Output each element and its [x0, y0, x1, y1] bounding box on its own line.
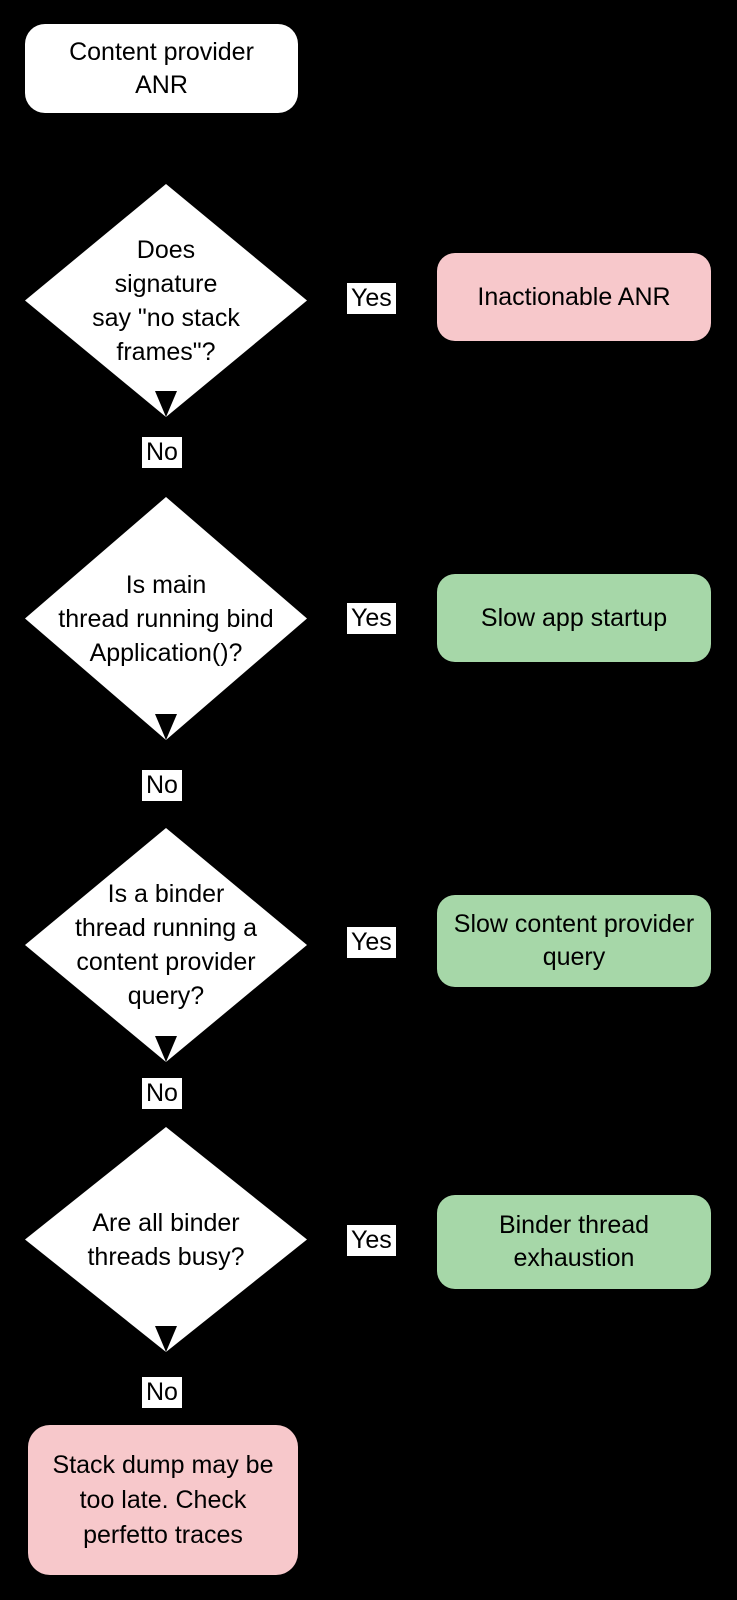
yes-branch-label-2: Yes — [347, 603, 396, 634]
start-node-content-provider-anr: Content provider ANR — [25, 24, 298, 113]
outcome-node-slow-content-provider-query: Slow content provider query — [437, 895, 711, 987]
no-branch-label-1: No — [142, 437, 182, 468]
outcome-node-inactionable-anr: Inactionable ANR — [437, 253, 711, 341]
no-branch-label-4: No — [142, 1377, 182, 1408]
outcome-node-slow-app-startup: Slow app startup — [437, 574, 711, 662]
no-branch-label-2: No — [142, 770, 182, 801]
yes-branch-label-4: Yes — [347, 1225, 396, 1256]
outcome-node-binder-thread-exhaustion: Binder thread exhaustion — [437, 1195, 711, 1289]
yes-branch-label-1: Yes — [347, 283, 396, 314]
yes-branch-label-3: Yes — [347, 927, 396, 958]
decision-node-binder-thread-content-provider-query: Is a binder thread running a content pro… — [25, 828, 307, 1062]
decision-node-main-thread-bind-application: Is main thread running bind Application(… — [25, 497, 307, 740]
no-branch-label-3: No — [142, 1078, 182, 1109]
decision-node-signature-no-stack-frames: Does signature say "no stack frames"? — [25, 184, 307, 417]
decision-node-all-binder-threads-busy: Are all binder threads busy? — [25, 1127, 307, 1352]
terminal-node-stack-dump-too-late: Stack dump may be too late. Check perfet… — [28, 1425, 298, 1575]
